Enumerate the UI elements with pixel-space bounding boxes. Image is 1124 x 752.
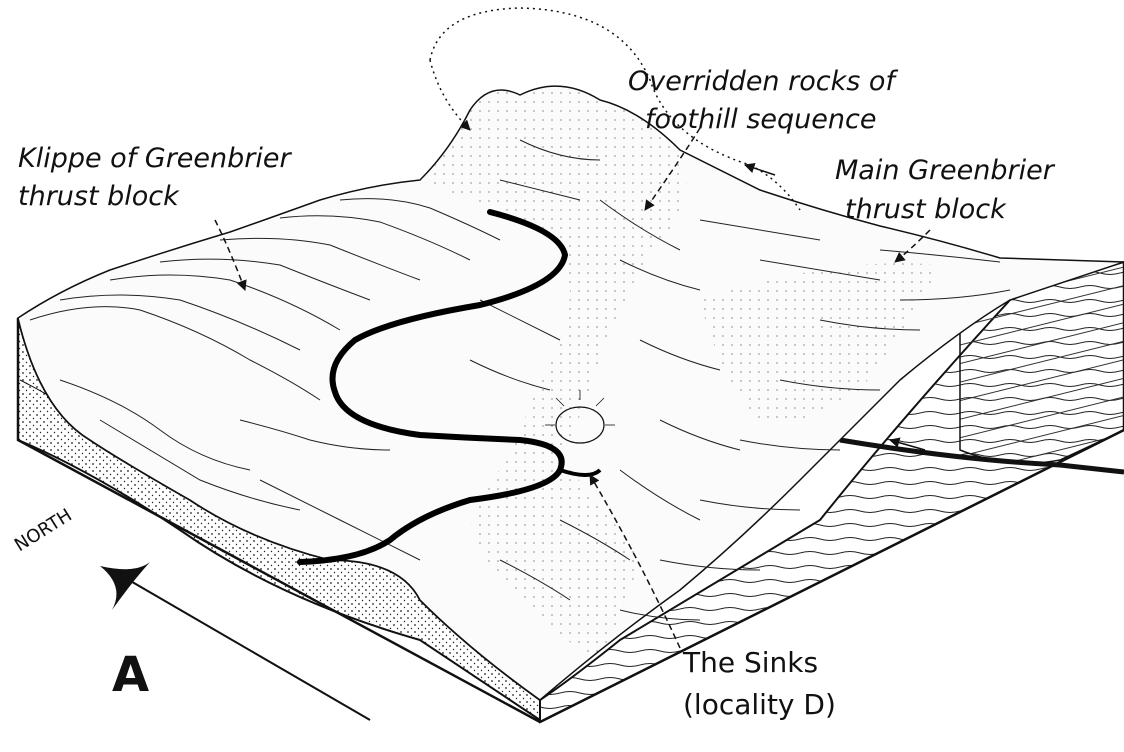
klippe-label-line1: Klippe of Greenbrier [18, 145, 291, 173]
main-greenbrier-label-line1: Main Greenbrier [835, 157, 1054, 185]
panel-letter: A [112, 650, 149, 700]
main-greenbrier-label-line2: thrust block [845, 196, 1006, 224]
overridden-rocks-label-line1: Overridden rocks of [628, 68, 895, 96]
klippe-label-line2: thrust block [18, 183, 179, 211]
overridden-rocks-label-line2: foothill sequence [645, 106, 876, 134]
the-sinks-label-line1: The Sinks [683, 648, 818, 677]
the-sinks-label-line2: (locality D) [683, 690, 836, 719]
